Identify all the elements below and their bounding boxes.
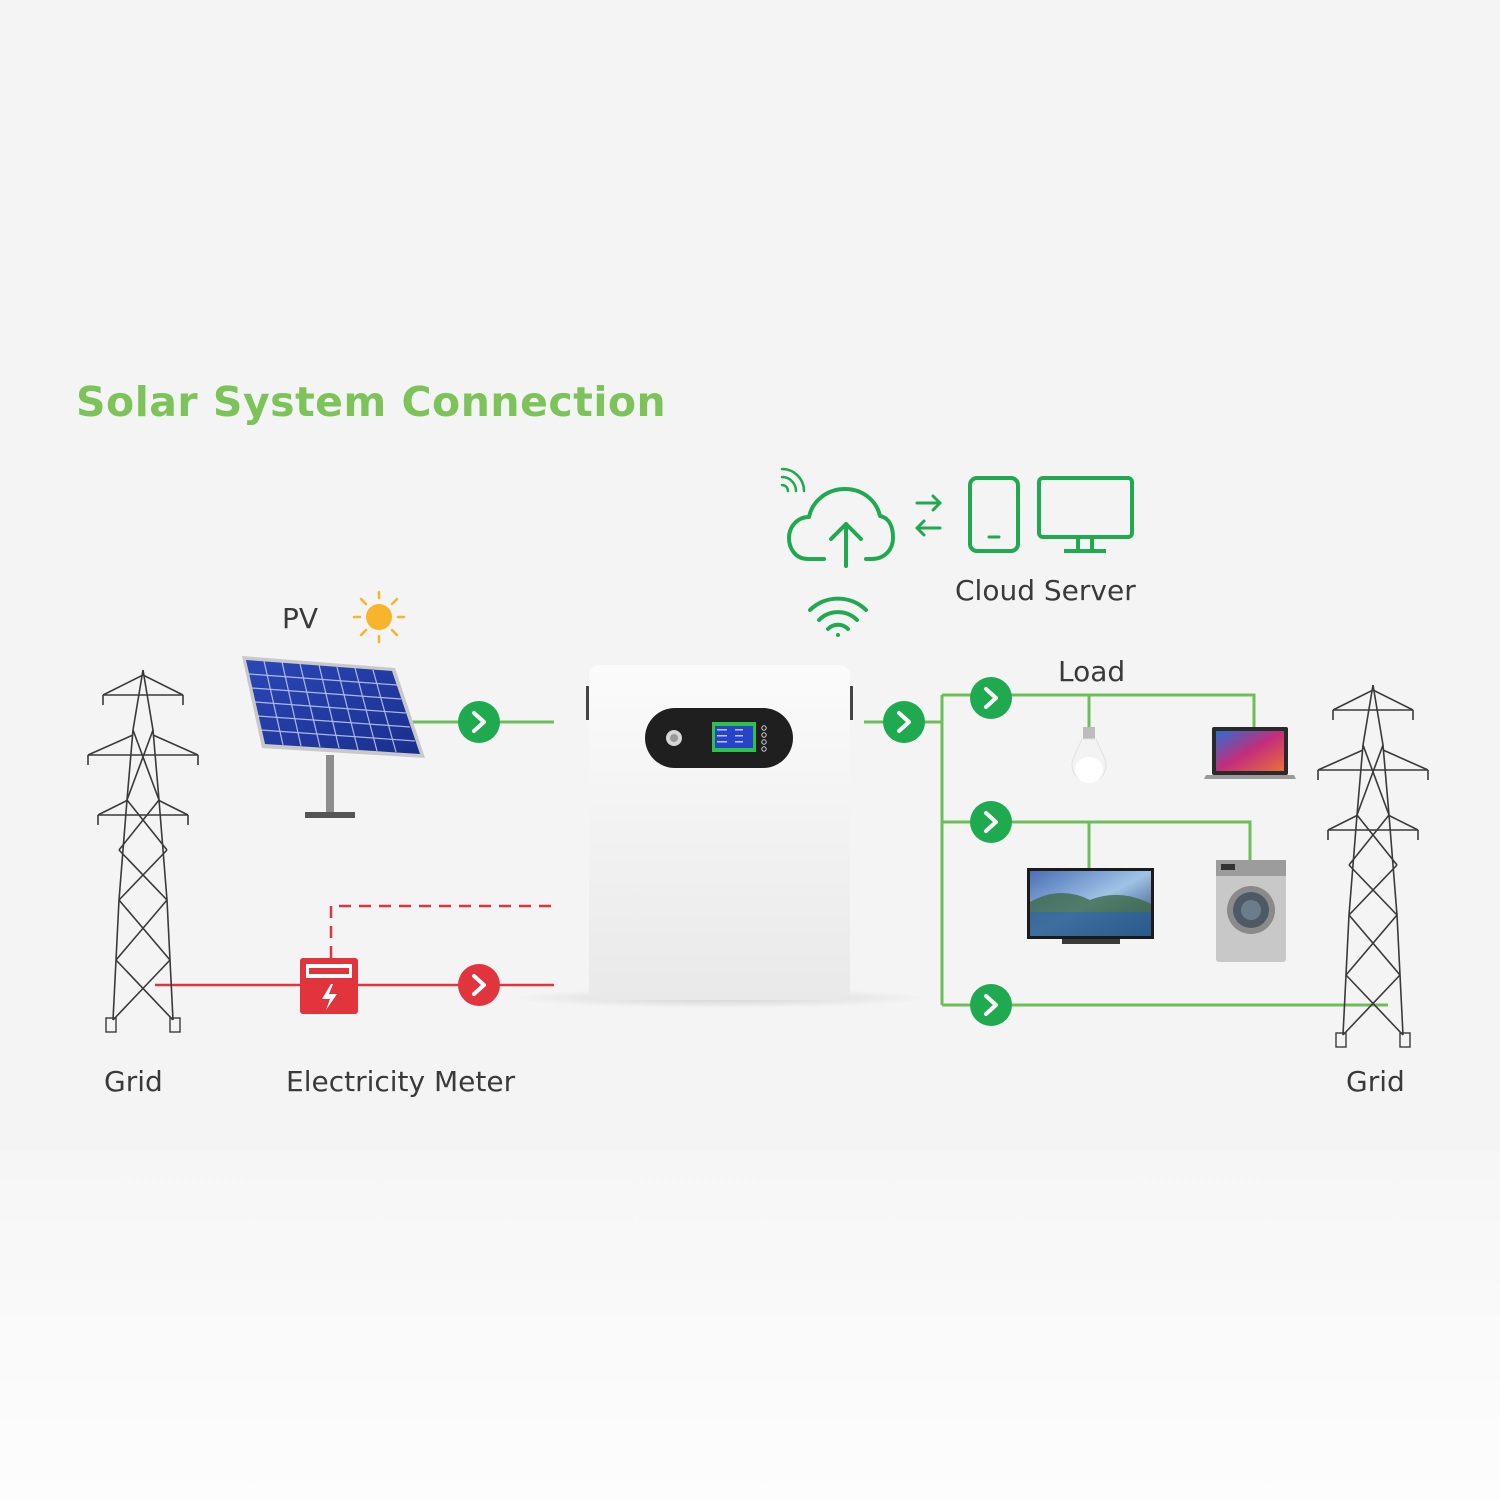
electricity-meter-label: Electricity Meter	[286, 1065, 516, 1098]
chevron-right-icon	[456, 699, 502, 745]
light-bulb-icon	[1071, 727, 1107, 783]
wifi-icon	[780, 467, 806, 493]
page-title: Solar System Connection	[76, 378, 667, 426]
background-fade	[0, 1150, 1500, 1500]
cloud-upload-icon	[787, 487, 895, 568]
grid-right-label: Grid	[1346, 1065, 1405, 1098]
washing-machine-icon	[1216, 860, 1286, 962]
electricity-meter-icon	[300, 958, 358, 1014]
load-label: Load	[1058, 655, 1126, 688]
phone-icon	[968, 476, 1020, 553]
sun-icon	[352, 590, 406, 644]
cloud-server-label: Cloud Server	[955, 574, 1136, 607]
chevron-right-icon	[968, 982, 1014, 1028]
monitor-icon	[1037, 476, 1134, 553]
pv-label: PV	[282, 602, 319, 635]
solar-panel-icon	[242, 656, 425, 818]
transmission-tower-icon	[1317, 684, 1429, 1048]
chevron-right-icon	[458, 964, 500, 1006]
green-connection-lines	[412, 693, 1388, 1007]
chevron-right-icon	[968, 799, 1014, 845]
chevron-right-icon	[881, 699, 927, 745]
wifi-icon	[808, 596, 868, 637]
grid-left-label: Grid	[104, 1065, 163, 1098]
battery-inverter-unit	[510, 665, 930, 1008]
transmission-tower-icon	[87, 669, 199, 1033]
chevron-right-icon	[968, 675, 1014, 721]
tv-icon	[1027, 868, 1154, 944]
sync-arrows-icon	[915, 494, 942, 537]
laptop-icon	[1204, 727, 1296, 779]
